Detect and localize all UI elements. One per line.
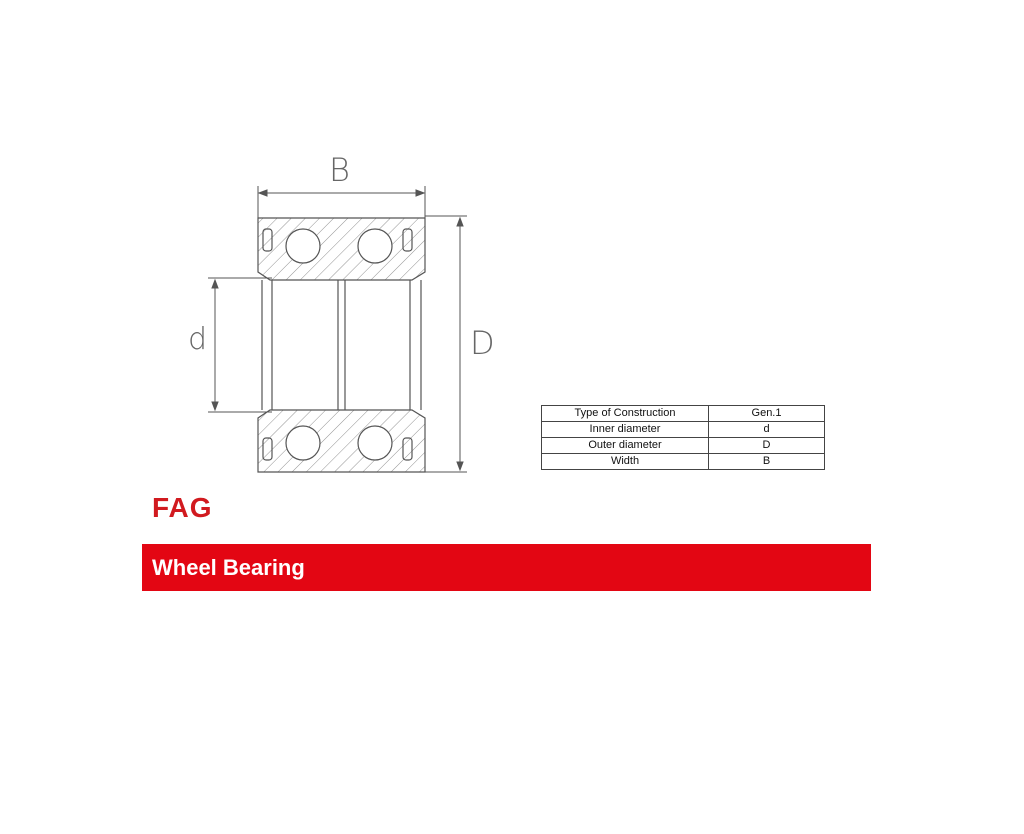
inner-diameter-dimension-line	[208, 277, 272, 413]
spec-table: Type of Construction Gen.1 Inner diamete…	[541, 405, 825, 470]
spec-value: D	[708, 437, 825, 454]
outer-diameter-letter: D	[470, 324, 495, 362]
spec-value: d	[708, 421, 825, 438]
spec-value: Gen.1	[708, 405, 825, 422]
outer-diameter-dimension-line	[425, 215, 467, 473]
table-row: Inner diameter d	[541, 421, 825, 438]
spec-label: Inner diameter	[541, 421, 709, 438]
bearing-body	[257, 217, 426, 473]
table-row: Type of Construction Gen.1	[541, 405, 825, 422]
spec-value: B	[708, 453, 825, 470]
brand-logo: FAG	[152, 492, 213, 523]
width-letter: B	[329, 151, 350, 189]
banner-title: Wheel Bearing	[152, 555, 305, 580]
spec-label: Width	[541, 453, 709, 470]
inner-diameter-letter: d	[188, 322, 208, 357]
table-row: Outer diameter D	[541, 437, 825, 454]
title-banner: Wheel Bearing	[142, 544, 871, 591]
spec-label: Type of Construction	[541, 405, 709, 422]
rolling-balls	[285, 228, 393, 461]
spec-label: Outer diameter	[541, 437, 709, 454]
table-row: Width B	[541, 453, 825, 470]
width-dimension-line	[257, 186, 426, 222]
seals	[262, 228, 413, 461]
